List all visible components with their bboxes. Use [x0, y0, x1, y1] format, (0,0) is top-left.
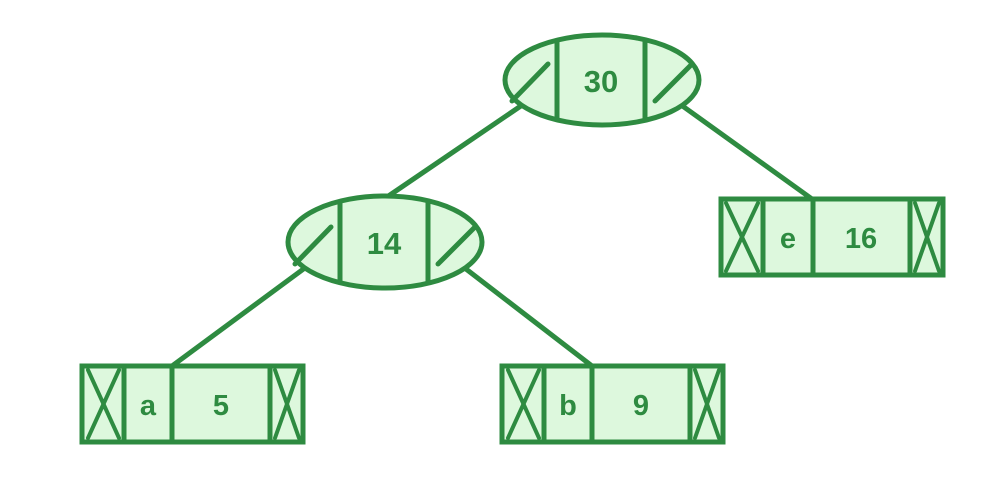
leaf-b-key-label: 9 — [633, 390, 649, 422]
leaf-a-key-label: 5 — [213, 390, 229, 422]
leaf-a-right-null-x-icon — [273, 368, 301, 440]
leaf-e-name-label: e — [780, 223, 796, 255]
leaf-a-body — [79, 363, 306, 445]
node-leaf-a[interactable]: a 5 — [79, 363, 306, 445]
node-inner-14[interactable]: 14 — [285, 193, 485, 291]
leaf-a-name-label: a — [140, 390, 157, 422]
leaf-b-left-null-x-icon — [506, 368, 541, 440]
inner14-right-pointer-slash-icon — [435, 224, 478, 267]
edge-group — [169, 94, 815, 369]
leaf-b-name-label: b — [559, 390, 577, 422]
leaf-b-body — [499, 363, 726, 445]
root-right-pointer-slash-icon — [652, 61, 695, 104]
leaf-e-key-label: 16 — [845, 223, 877, 255]
inner14-key-label: 14 — [367, 226, 402, 261]
inner14-left-pointer-slash-icon — [292, 224, 334, 267]
edge-inner14-to-leaf-b — [450, 256, 595, 369]
root-left-pointer-slash-icon — [509, 61, 551, 104]
node-leaf-b[interactable]: b 9 — [499, 363, 726, 445]
edge-root-to-inner14 — [384, 94, 537, 200]
leaf-a-left-null-x-icon — [86, 368, 121, 440]
root-key-label: 30 — [584, 64, 618, 99]
leaf-e-body — [718, 196, 946, 278]
node-leaf-e[interactable]: e 16 — [718, 196, 946, 278]
inner14-ellipse-body — [285, 193, 485, 291]
leaf-b-right-null-x-icon — [693, 368, 721, 440]
node-root-30[interactable]: 30 — [502, 32, 702, 128]
edge-inner14-to-leaf-a — [169, 256, 320, 369]
leaf-e-right-null-x-icon — [913, 201, 941, 273]
leaf-e-left-null-x-icon — [724, 201, 760, 273]
root-ellipse-body — [502, 32, 702, 128]
edge-root-to-leaf-e — [667, 94, 815, 202]
